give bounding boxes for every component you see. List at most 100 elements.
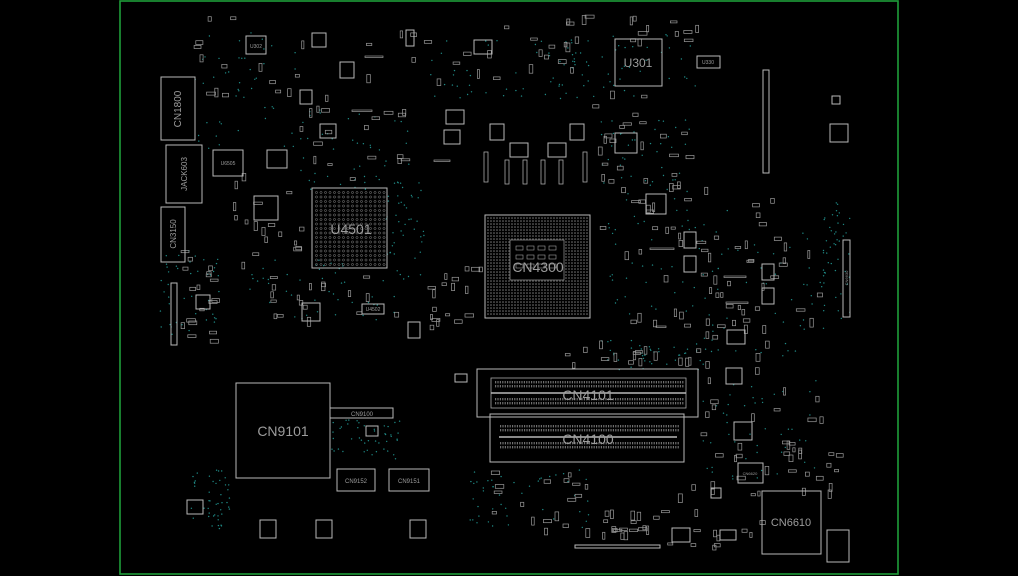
smd-part[interactable] xyxy=(209,338,219,344)
smd-part[interactable] xyxy=(665,226,669,234)
smd-part[interactable] xyxy=(584,14,595,19)
smd-part[interactable] xyxy=(621,187,626,194)
smd-part[interactable] xyxy=(661,510,670,514)
smd-part[interactable] xyxy=(736,475,746,481)
smd-part[interactable] xyxy=(691,484,696,491)
chip-center-b[interactable] xyxy=(489,123,505,141)
smd-part[interactable] xyxy=(574,36,580,44)
smd-part[interactable] xyxy=(807,250,811,259)
smd-part[interactable] xyxy=(363,275,371,279)
smd-part[interactable] xyxy=(678,232,682,240)
smd-part[interactable] xyxy=(597,146,603,156)
smd-part[interactable] xyxy=(531,516,535,526)
smd-part[interactable] xyxy=(465,285,469,294)
smd-part[interactable] xyxy=(632,351,641,355)
smd-part[interactable] xyxy=(742,318,751,323)
line-part[interactable] xyxy=(364,55,384,58)
smd-part[interactable] xyxy=(195,40,204,45)
smd-part[interactable] xyxy=(834,469,839,473)
smd-part[interactable] xyxy=(451,282,455,291)
smd-part[interactable] xyxy=(696,348,702,353)
smd-part[interactable] xyxy=(399,30,403,39)
smd-part[interactable] xyxy=(788,469,797,473)
smd-part[interactable] xyxy=(826,462,832,468)
smd-part[interactable] xyxy=(383,110,394,115)
smd-part[interactable] xyxy=(471,266,481,272)
smd-part[interactable] xyxy=(683,38,694,42)
u302-chip[interactable]: U302 xyxy=(245,35,267,55)
smd-part[interactable] xyxy=(761,282,765,291)
smd-part[interactable] xyxy=(371,116,380,120)
smd-part[interactable] xyxy=(493,76,501,80)
smd-part[interactable] xyxy=(396,154,404,159)
smd-part[interactable] xyxy=(638,358,643,367)
smd-part[interactable] xyxy=(230,16,237,21)
smd-part[interactable] xyxy=(602,531,606,540)
smd-part[interactable] xyxy=(394,311,400,318)
chip-left-a[interactable] xyxy=(266,149,288,169)
smd-part[interactable] xyxy=(748,259,755,263)
smd-part[interactable] xyxy=(734,246,742,249)
smd-part[interactable] xyxy=(616,165,624,171)
smd-part[interactable] xyxy=(667,542,674,546)
smd-part[interactable] xyxy=(705,331,710,339)
smd-part[interactable] xyxy=(612,528,618,533)
chip-right-e[interactable] xyxy=(683,231,697,249)
smd-part[interactable] xyxy=(788,454,794,462)
smd-part[interactable] xyxy=(632,351,637,361)
smd-part[interactable] xyxy=(828,483,833,492)
smd-part[interactable] xyxy=(641,94,648,99)
smd-part[interactable] xyxy=(206,91,216,96)
smd-part[interactable] xyxy=(273,313,278,320)
smd-part[interactable] xyxy=(639,121,647,125)
smd-part[interactable] xyxy=(783,451,791,456)
smd-part[interactable] xyxy=(423,40,433,44)
smd-part[interactable] xyxy=(544,527,548,536)
smd-part[interactable] xyxy=(683,30,693,34)
smd-part[interactable] xyxy=(653,515,660,520)
smd-part[interactable] xyxy=(267,223,276,227)
smd-part[interactable] xyxy=(432,289,436,299)
smd-part[interactable] xyxy=(759,520,766,525)
smd-part[interactable] xyxy=(477,69,480,79)
smd-part[interactable] xyxy=(720,292,724,298)
smd-part[interactable] xyxy=(710,481,716,489)
smd-part[interactable] xyxy=(716,534,721,542)
u4501-bga[interactable]: U4501 xyxy=(311,187,388,269)
smd-part[interactable] xyxy=(762,325,767,334)
smd-part[interactable] xyxy=(613,528,623,532)
smd-part[interactable] xyxy=(707,377,711,385)
smd-part[interactable] xyxy=(494,484,505,489)
smd-part[interactable] xyxy=(241,173,247,182)
smd-part[interactable] xyxy=(544,54,549,60)
cn4300-socket[interactable]: CN4300 xyxy=(484,214,591,319)
smd-part[interactable] xyxy=(743,324,748,334)
smd-part[interactable] xyxy=(356,311,363,315)
cn9101-connector[interactable]: CN9101 xyxy=(235,382,331,479)
smd-part[interactable] xyxy=(690,543,697,547)
chip-right-g[interactable] xyxy=(761,263,775,281)
pad-bl-a[interactable] xyxy=(186,499,204,515)
smd-part[interactable] xyxy=(713,235,720,240)
smd-part[interactable] xyxy=(678,240,683,247)
smd-part[interactable] xyxy=(599,226,607,230)
smd-part[interactable] xyxy=(349,177,356,181)
smd-part[interactable] xyxy=(566,18,571,25)
smd-part[interactable] xyxy=(427,286,436,290)
smd-part[interactable] xyxy=(530,37,538,41)
cn1800-connector[interactable]: CN1800 xyxy=(160,76,196,141)
smd-part[interactable] xyxy=(601,174,605,182)
smd-part[interactable] xyxy=(603,519,609,523)
smd-part[interactable] xyxy=(792,447,796,453)
smd-part[interactable] xyxy=(795,308,806,312)
smd-part[interactable] xyxy=(749,532,753,538)
smd-part[interactable] xyxy=(270,299,277,303)
smd-part[interactable] xyxy=(429,324,435,331)
pad-bl-c[interactable] xyxy=(315,519,333,539)
smd-part[interactable] xyxy=(241,261,246,270)
smd-part[interactable] xyxy=(234,180,238,190)
smd-part[interactable] xyxy=(695,24,699,33)
chip-dimm-left[interactable] xyxy=(454,373,468,383)
smd-part[interactable] xyxy=(693,529,701,533)
smd-part[interactable] xyxy=(199,307,205,312)
